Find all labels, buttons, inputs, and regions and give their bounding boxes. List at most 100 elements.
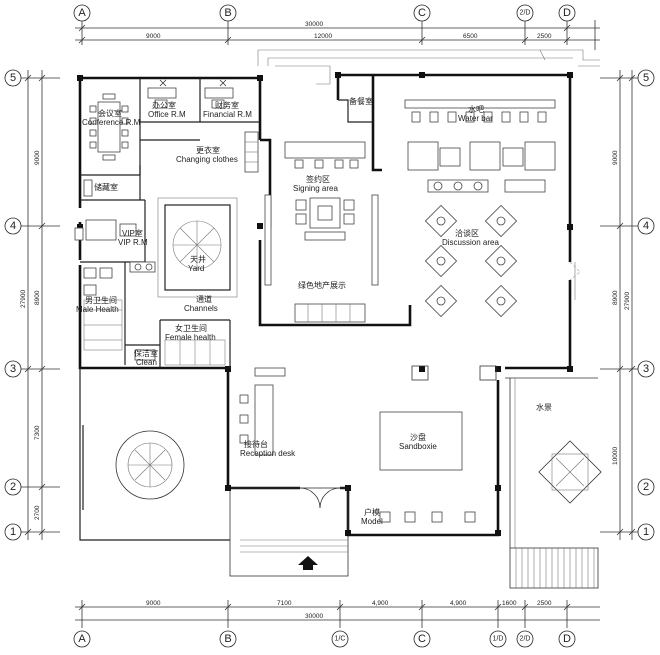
grid-bubble-bottom-c: C xyxy=(418,633,426,645)
dim-bottom-seg-6: 2500 xyxy=(537,600,552,607)
label-changing-cn: 更衣室 xyxy=(196,145,220,155)
dim-right-seg-3: 10000 xyxy=(612,447,619,465)
grid-bubble-bottom-1d: 1/D xyxy=(493,636,504,643)
signing-tables xyxy=(264,141,379,323)
discussion-table xyxy=(424,244,458,278)
grid-bubble-bottom-b: B xyxy=(224,633,231,645)
water-feature xyxy=(538,440,602,504)
discussion-table xyxy=(484,284,518,318)
grid-bubble-left-4: 4 xyxy=(10,220,16,232)
landscape-outlines xyxy=(229,49,600,589)
changing-lockers xyxy=(244,131,259,173)
top-dimension-lines xyxy=(75,20,600,50)
label-channels-en: Channels xyxy=(184,304,218,313)
label-yard-cn: 天井 xyxy=(190,254,206,264)
bottom-grid-bubbles: A B 1/C C 1/D 2/D D xyxy=(73,630,576,648)
label-female-cn: 女卫生间 xyxy=(175,323,207,333)
reception-desk xyxy=(239,367,286,456)
left-grid-bubbles: 5 4 3 2 1 xyxy=(4,69,22,541)
grid-bubble-right-3: 3 xyxy=(643,363,649,375)
male-restroom-fixtures xyxy=(83,261,156,351)
label-vip-cn: VIP室 xyxy=(122,228,143,238)
label-signing-cn: 签约区 xyxy=(306,174,330,184)
dim-top-seg-1: 9000 xyxy=(146,33,161,40)
label-yard-en: Yard xyxy=(188,264,204,273)
label-water-bar-en: Water bar xyxy=(458,114,493,123)
grid-bubble-top-d: D xyxy=(563,7,571,19)
dim-left-seg-2: 8900 xyxy=(34,290,41,305)
grid-bubble-bottom-a: A xyxy=(78,633,86,645)
label-reception-en: Reception desk xyxy=(240,449,296,458)
entrance-arrow-icon xyxy=(298,556,318,570)
dim-bottom-seg-1: 9000 xyxy=(146,600,161,607)
dim-left-total: 27900 xyxy=(20,290,27,308)
dim-left-seg-4: 2700 xyxy=(34,505,41,520)
dim-bottom-total: 30000 xyxy=(305,613,323,620)
label-cleaning-en: Clean xyxy=(136,358,157,367)
bottom-dimension-lines xyxy=(75,600,600,628)
grid-bubble-right-4: 4 xyxy=(643,220,649,232)
grid-bubble-bottom-2d: 2/D xyxy=(520,636,531,643)
grid-bubble-right-5: 5 xyxy=(643,72,649,84)
conference-table xyxy=(89,93,129,161)
label-storage-cn: 储藏室 xyxy=(94,182,118,192)
grid-bubble-bottom-1c: 1/C xyxy=(335,636,346,643)
lobby-planter xyxy=(82,425,185,510)
label-discussion-cn: 洽谈区 xyxy=(455,228,479,238)
label-changing-en: Changing clothes xyxy=(176,155,238,164)
dim-top-seg-4: 2500 xyxy=(537,33,552,40)
grid-bubble-top-c: C xyxy=(418,7,426,19)
right-grid-bubbles: 5 4 3 2 1 xyxy=(637,69,655,541)
label-male-cn: 男卫生间 xyxy=(85,295,117,305)
dim-right-total: 27900 xyxy=(624,292,631,310)
dim-right-seg-1: 9000 xyxy=(612,150,619,165)
dim-bottom-seg-5: 1600 xyxy=(502,600,517,607)
top-grid-bubbles: A B C 2/D D xyxy=(73,4,576,22)
grid-bubble-top-b: B xyxy=(224,7,231,19)
dim-right-seg-2: 8900 xyxy=(612,290,619,305)
label-sandbox-cn: 沙盘 xyxy=(410,432,426,442)
dim-top-seg-3: 6500 xyxy=(463,33,478,40)
label-green-display-cn: 绿色地产展示 xyxy=(298,280,346,290)
dim-top-total: 30000 xyxy=(305,21,323,28)
label-female-en: Female health xyxy=(165,333,216,342)
right-dimension-lines xyxy=(600,70,638,540)
grid-bubble-left-1: 1 xyxy=(10,526,16,538)
room-labels: 会议室 Conference R.M 办公室 Office R.M 财务室 Fi… xyxy=(76,96,552,526)
water-bar xyxy=(404,99,556,123)
label-water-bar-cn: 水吧 xyxy=(468,104,484,114)
label-model-en: Model xyxy=(361,517,383,526)
dim-bottom-seg-3: 4,900 xyxy=(372,600,389,607)
grid-bubble-left-5: 5 xyxy=(10,72,16,84)
label-spare-meal-cn: 备餐室 xyxy=(349,96,373,106)
lounge-sofas xyxy=(407,141,556,193)
label-vip-en: VIP R.M xyxy=(118,238,148,247)
label-male-en: Male Health xyxy=(76,305,119,314)
label-conference-en: Conference R.M xyxy=(82,118,141,127)
vip-sofa xyxy=(74,219,137,241)
sandbox-table xyxy=(379,411,463,471)
label-sandbox-en: Sandboxie xyxy=(399,442,437,451)
storage-shelf xyxy=(83,179,93,197)
dim-left-seg-1: 9000 xyxy=(34,150,41,165)
label-discussion-en: Discussion area xyxy=(442,238,499,247)
label-signing-en: Signing area xyxy=(293,184,338,193)
discussion-table xyxy=(484,204,518,238)
interior-partitions xyxy=(80,78,260,368)
grid-bubble-right-1: 1 xyxy=(643,526,649,538)
dim-left-seg-3: 7300 xyxy=(34,425,41,440)
label-model-cn: 户模 xyxy=(364,507,380,517)
stair-treads xyxy=(509,547,599,589)
label-reception-cn: 接待台 xyxy=(244,439,268,449)
label-office-cn: 办公室 xyxy=(152,100,176,110)
label-water-feature-cn: 水景 xyxy=(536,402,552,412)
grid-bubble-top-a: A xyxy=(78,7,86,19)
grid-bubble-left-2: 2 xyxy=(10,481,16,493)
grid-bubble-top-2d: 2/D xyxy=(520,10,531,17)
grid-bubble-bottom-d: D xyxy=(563,633,571,645)
dim-bottom-seg-4: 4,900 xyxy=(450,600,467,607)
label-office-en: Office R.M xyxy=(148,110,186,119)
model-stools xyxy=(379,511,476,523)
dim-top-seg-2: 12000 xyxy=(314,33,332,40)
